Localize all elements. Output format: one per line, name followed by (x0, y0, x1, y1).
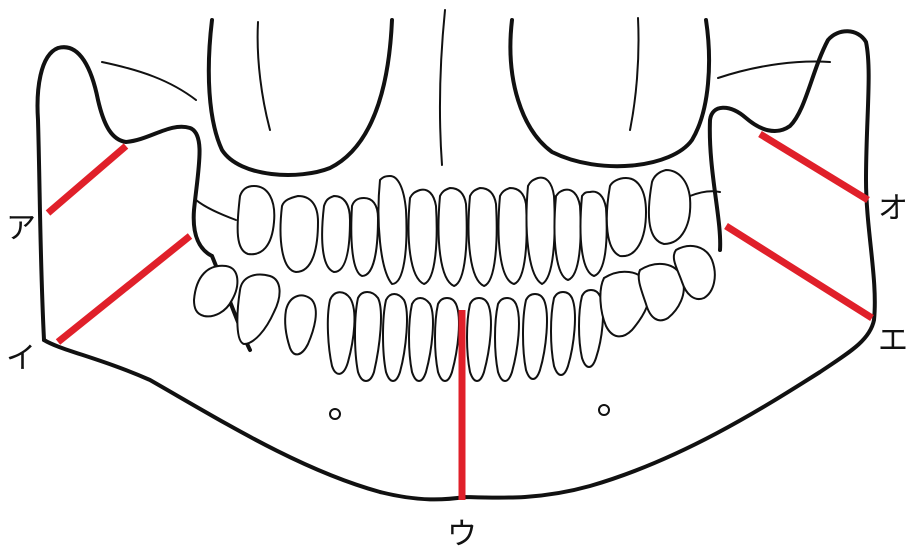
tooth (467, 298, 491, 381)
tooth (238, 186, 275, 254)
tooth (435, 298, 459, 381)
label-o: オ (878, 191, 908, 226)
tooth (551, 292, 575, 375)
tooth (351, 198, 378, 276)
tooth (322, 196, 350, 272)
tooth (383, 294, 407, 381)
tooth (649, 170, 690, 244)
cut-line-o (760, 134, 868, 200)
tooth (237, 275, 279, 344)
tooth (499, 188, 527, 284)
tooth (409, 190, 437, 284)
label-i: イ (6, 341, 36, 376)
left-maxilla-outline (209, 20, 392, 175)
tooth (469, 188, 497, 286)
nasal-line-left (258, 22, 270, 130)
mental-foramen-left (330, 409, 340, 419)
coronoid-left (196, 200, 236, 220)
tooth (439, 188, 467, 286)
label-e: エ (878, 323, 908, 358)
cut-line-i (58, 236, 190, 342)
right-maxilla-outline (510, 20, 709, 166)
tooth (581, 192, 607, 276)
tooth (607, 178, 646, 256)
tooth (355, 292, 381, 381)
cut-line-e (726, 226, 872, 318)
tooth (281, 196, 318, 272)
tooth (555, 190, 581, 280)
nasal-line-mid (630, 18, 639, 130)
cut-lines (48, 134, 872, 500)
label-u: ウ (447, 517, 477, 549)
tooth (328, 292, 355, 374)
label-a: ア (6, 211, 36, 246)
tooth (495, 298, 519, 381)
cut-line-a (48, 146, 126, 213)
tooth (409, 298, 433, 381)
tooth (523, 294, 547, 379)
nasal-line-right (440, 10, 445, 165)
tooth (285, 295, 316, 354)
mental-foramen-right (599, 405, 609, 415)
tooth (379, 176, 407, 284)
tooth (579, 290, 603, 367)
tooth (527, 178, 555, 284)
zygoma-left (102, 62, 196, 100)
upper-teeth (238, 170, 691, 286)
